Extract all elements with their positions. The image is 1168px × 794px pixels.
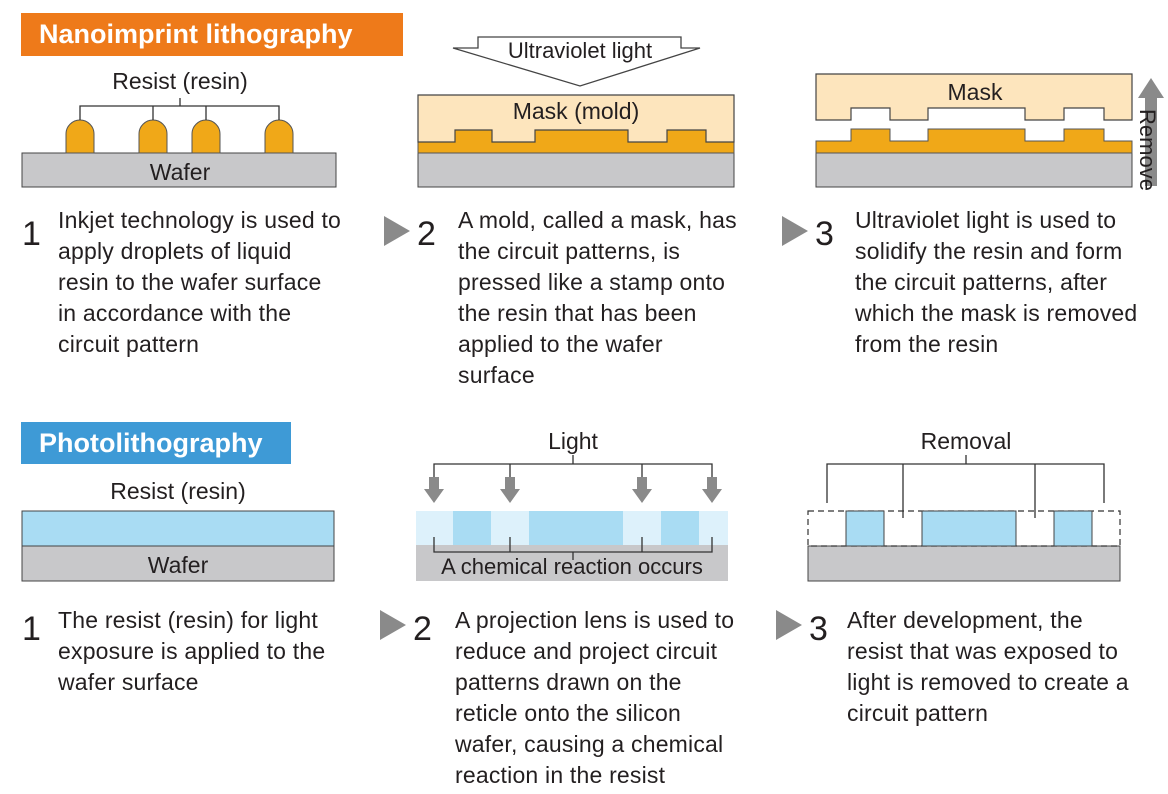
nano3-mask — [815, 73, 1133, 121]
nano-diagram-2 — [417, 36, 735, 188]
removal-label: Removal — [920, 428, 1012, 454]
mask-label: Mask — [947, 79, 1003, 105]
nano2-mask — [417, 94, 735, 143]
step-arrow-icon — [384, 216, 410, 246]
photo-diagram-2 — [416, 455, 728, 581]
nano1-wafer-label: Wafer — [149, 159, 211, 185]
nano-step-1-number: 1 — [22, 215, 41, 253]
photo3-pattern — [845, 510, 885, 547]
nano-step-3-text: Ultraviolet light is used to solidify th… — [855, 207, 1138, 357]
nanoimprint-title: Nanoimprint lithography — [39, 19, 353, 49]
nano-step-3-number: 3 — [815, 215, 834, 253]
photo-step-2-number: 2 — [413, 610, 432, 648]
remove-label: Remove — [1135, 109, 1160, 191]
remove-arrow — [1138, 78, 1164, 186]
nano-diagram-3 — [815, 73, 1164, 188]
photo-step-3-text: After development, the resist that was e… — [847, 607, 1129, 726]
nano1-droplet — [191, 119, 221, 154]
photolithography-header: Photolithography — [21, 422, 291, 464]
step-arrow-icon — [782, 216, 808, 246]
photo2-wafer — [416, 545, 728, 581]
photo-step-1-number: 1 — [22, 610, 41, 648]
photo1-wafer-label: Wafer — [147, 552, 209, 578]
photo1-resist — [21, 510, 335, 547]
nano-step-2-text: A mold, called a mask, has the circuit p… — [458, 207, 737, 388]
photo3-wafer — [807, 545, 1121, 582]
light-arrow — [632, 477, 652, 503]
light-label: Light — [548, 428, 598, 454]
photo-step-3-number: 3 — [809, 610, 828, 648]
nanoimprint-header: Nanoimprint lithography — [21, 13, 403, 56]
removal-bracket — [826, 455, 1105, 518]
nano1-wafer — [21, 152, 337, 188]
nano2-resin — [417, 129, 735, 154]
photo2-unexposed — [661, 511, 699, 545]
nano1-resist-label: Resist (resin) — [112, 68, 248, 94]
light-bracket — [433, 455, 713, 477]
nano-step-1-text: Inkjet technology is used to apply dropl… — [58, 207, 342, 357]
step-arrow-icon — [380, 610, 406, 640]
mask-mold-label: Mask (mold) — [512, 98, 640, 124]
photo-diagram-3 — [807, 455, 1121, 582]
uv-arrow — [452, 36, 701, 87]
light-arrow — [500, 477, 520, 503]
nano1-leader-lines — [79, 98, 280, 120]
uv-light-label: Ultraviolet light — [507, 38, 653, 63]
nano3-wafer — [815, 152, 1133, 188]
light-arrow — [424, 477, 444, 503]
photo-step-2-text: A projection lens is used to reduce and … — [455, 607, 735, 788]
photo2-exposed — [699, 511, 728, 545]
photo3-pattern — [1053, 510, 1093, 547]
nano-step-2-number: 2 — [417, 215, 436, 253]
reaction-label: A chemical reaction occurs — [441, 554, 703, 579]
step-arrow-icon — [776, 610, 802, 640]
nano-diagram-1 — [21, 98, 337, 188]
nano1-droplet — [264, 119, 294, 154]
light-arrow — [702, 477, 722, 503]
photo1-wafer — [21, 545, 335, 582]
nano2-wafer — [417, 152, 735, 188]
photo2-unexposed — [529, 511, 623, 545]
photolithography-title: Photolithography — [39, 427, 263, 458]
nano1-droplet — [65, 119, 95, 154]
nano1-droplet — [138, 119, 168, 154]
nano3-resin — [815, 128, 1133, 154]
photo-diagram-1 — [21, 510, 335, 582]
reaction-bracket — [433, 537, 713, 560]
photo-step-1-text: The resist (resin) for light exposure is… — [58, 607, 326, 695]
photo3-pattern — [921, 510, 1017, 547]
photo2-unexposed — [453, 511, 491, 545]
photo1-resist-label: Resist (resin) — [110, 478, 246, 504]
